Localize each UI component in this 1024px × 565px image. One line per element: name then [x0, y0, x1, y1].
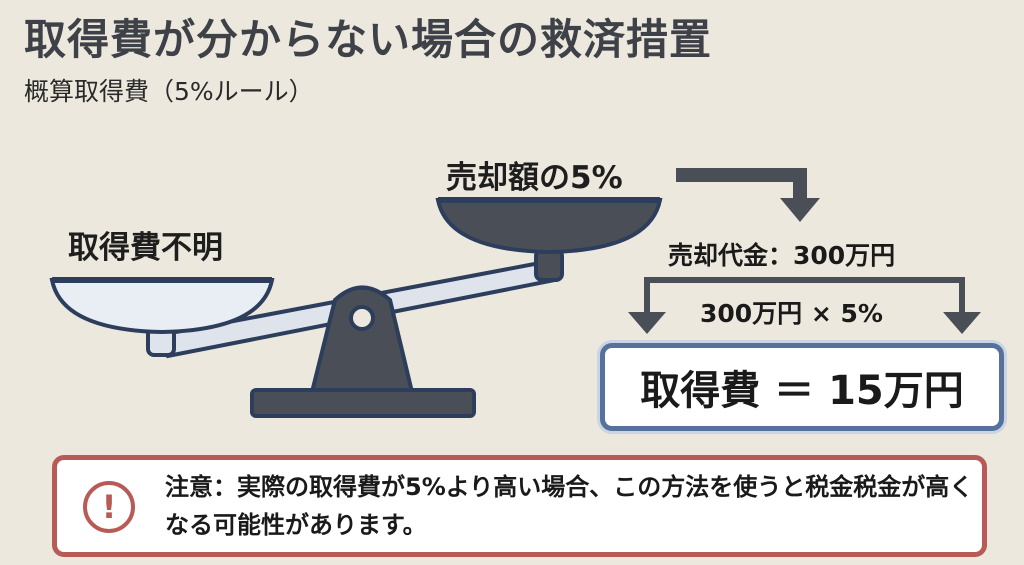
split-arrows-icon — [628, 277, 981, 334]
down-arrow-icon — [676, 168, 820, 222]
left-pan — [49, 278, 275, 335]
right-pan — [435, 198, 663, 255]
formula-text: 300万円 × 5% — [700, 299, 883, 328]
page-subtitle: 概算取得費（5%ルール） — [24, 77, 314, 106]
warning-box: ! 注意：実際の取得費が5%より高い場合、この方法を使うと税金税金が高くなる可能… — [52, 455, 987, 557]
warning-text: 注意：実際の取得費が5%より高い場合、この方法を使うと税金税金が高くなる可能性が… — [165, 473, 974, 539]
right-pan-stem — [534, 248, 564, 282]
five-percent-label: 売却額の5% — [446, 160, 623, 196]
page-title: 取得費が分からない場合の救済措置 — [24, 15, 713, 64]
scale-base — [250, 388, 476, 418]
scale-pivot — [309, 285, 415, 394]
unknown-cost-label: 取得費不明 — [68, 230, 223, 266]
result-text: 取得費 ＝ 15万円 — [640, 368, 964, 414]
sale-price-text: 売却代金：300万円 — [668, 241, 896, 270]
exclamation-icon: ! — [83, 481, 135, 533]
pivot-hole — [349, 305, 375, 331]
result-box: 取得費 ＝ 15万円 — [600, 343, 1004, 431]
